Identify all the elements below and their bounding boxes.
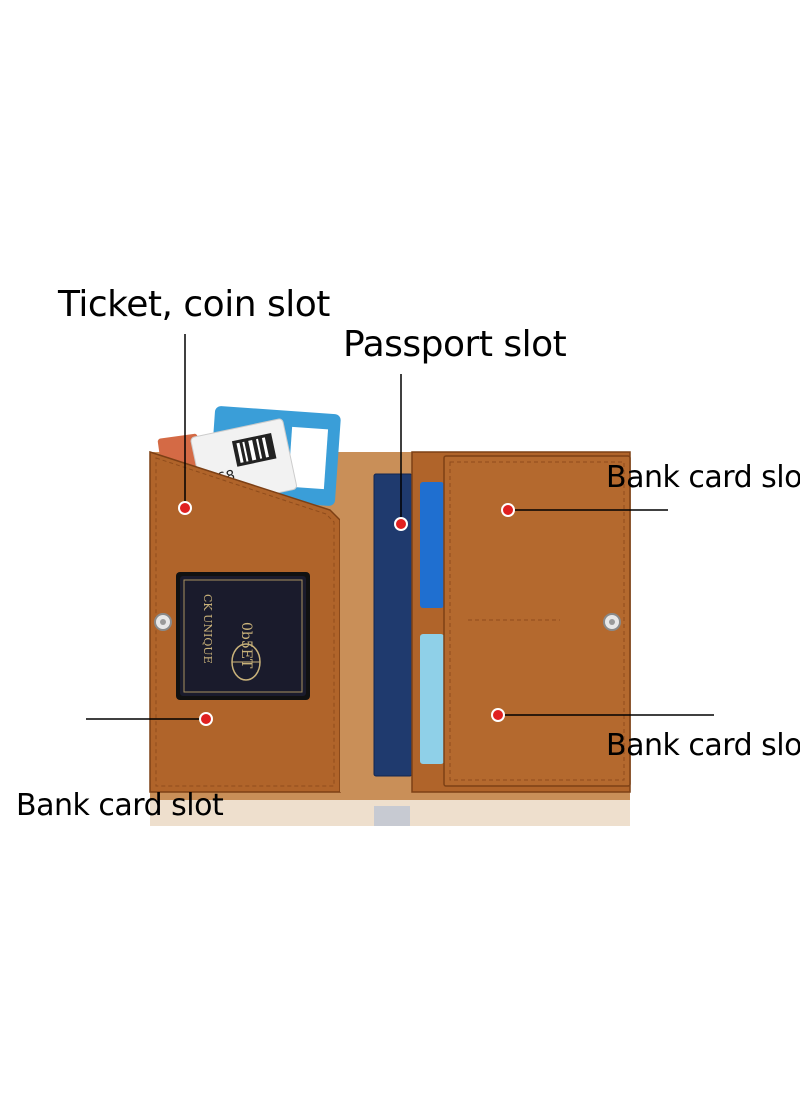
label-bank-card-slot-bottom-left: Bank card slot	[16, 788, 224, 823]
marker-passport	[394, 517, 408, 531]
callout-lines	[86, 334, 714, 720]
marker-bank-bottom-right	[491, 708, 505, 722]
label-ticket-coin-slot: Ticket, coin slot	[58, 284, 330, 325]
label-bank-card-slot-top-right: Bank card slot	[606, 460, 800, 495]
marker-dots	[178, 501, 515, 726]
label-bank-card-slot-bottom-right: Bank card slot	[606, 728, 800, 763]
right-flap	[443, 455, 631, 787]
passport-text-1: 0b5ET	[238, 622, 254, 669]
marker-ticket	[178, 501, 192, 515]
passport	[373, 473, 413, 777]
marker-bank-bottom-left	[199, 712, 213, 726]
marker-bank-top-right	[501, 503, 515, 517]
passport-text-2: CK UNIQUE	[201, 594, 214, 664]
label-passport-slot: Passport slot	[343, 324, 567, 365]
